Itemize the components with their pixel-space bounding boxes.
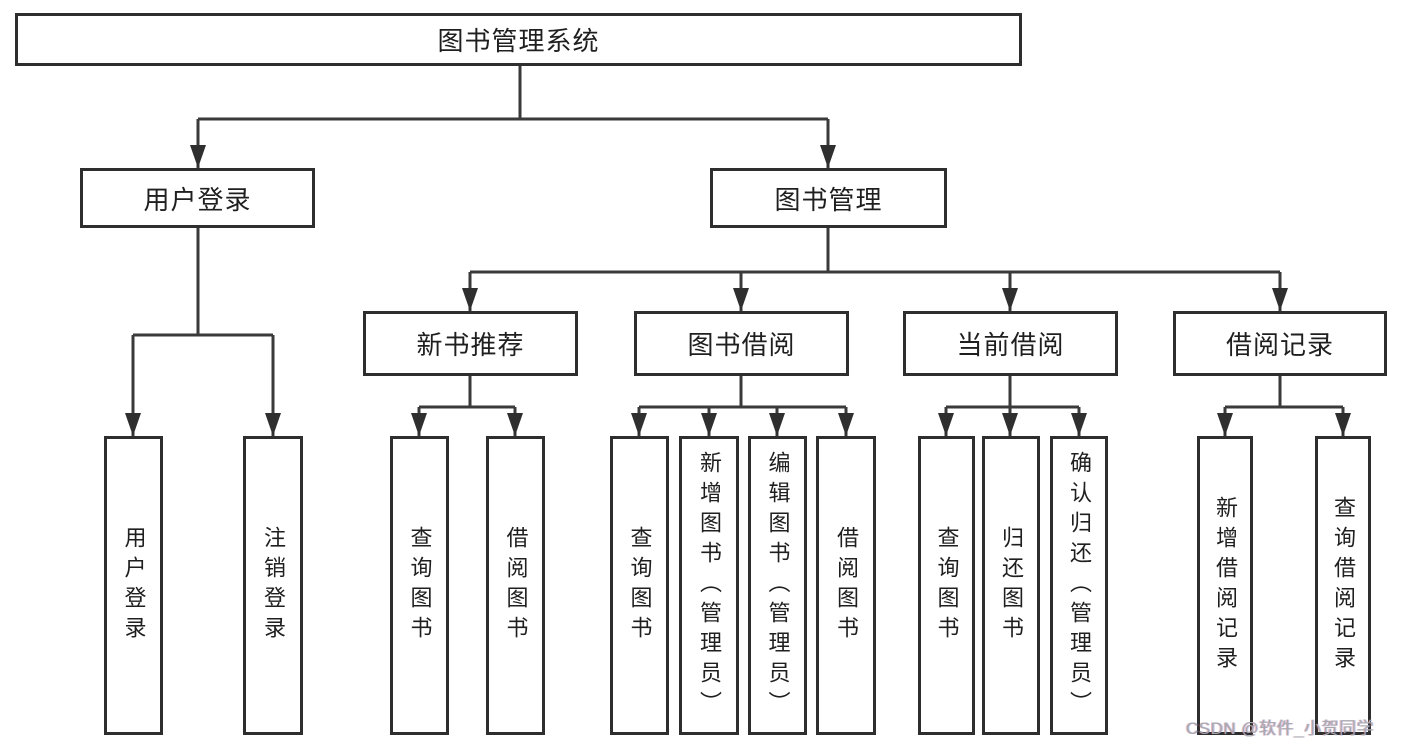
node-add-borrow-record-label: 新增借阅记录: [1213, 495, 1238, 676]
tree-edges: [131, 66, 1345, 436]
arrowhead-icons: [125, 145, 1351, 436]
node-edit-book-admin: 编辑图书（管理员）: [748, 436, 807, 735]
node-borrow-books-borrowing-label: 借阅图书: [834, 525, 859, 646]
node-book-management: 图书管理: [710, 168, 947, 228]
node-query-books-recommend: 查询图书: [390, 436, 449, 735]
node-add-borrow-record: 新增借阅记录: [1197, 436, 1253, 735]
node-borrow-books-recommend: 借阅图书: [486, 436, 545, 735]
node-root-label: 图书管理系统: [437, 26, 600, 56]
node-borrowing-records: 借阅记录: [1173, 311, 1387, 376]
node-borrowing-records-label: 借阅记录: [1225, 330, 1334, 360]
node-user-login-leaf-label: 用户登录: [121, 525, 147, 646]
node-query-books-current: 查询图书: [918, 436, 975, 735]
node-add-book-admin-label: 新增图书（管理员）: [697, 450, 722, 721]
node-query-borrow-record-label: 查询借阅记录: [1331, 495, 1356, 676]
node-root: 图书管理系统: [15, 13, 1022, 66]
node-user-login-label: 用户登录: [143, 184, 252, 215]
node-add-book-admin: 新增图书（管理员）: [679, 436, 739, 735]
node-borrow-books-recommend-label: 借阅图书: [503, 525, 529, 646]
node-new-book-recommendation: 新书推荐: [363, 311, 578, 376]
node-return-book-label: 归还图书: [999, 525, 1024, 646]
node-query-borrow-record: 查询借阅记录: [1315, 436, 1371, 735]
node-edit-book-admin-label: 编辑图书（管理员）: [765, 450, 791, 721]
node-logout-label: 注销登录: [261, 525, 286, 646]
node-query-books-current-label: 查询图书: [934, 525, 960, 646]
node-user-login: 用户登录: [80, 168, 315, 228]
node-new-book-recommendation-label: 新书推荐: [416, 330, 525, 360]
node-logout: 注销登录: [243, 436, 303, 735]
node-book-borrowing: 图书借阅: [634, 311, 849, 376]
node-query-books-recommend-label: 查询图书: [407, 525, 433, 646]
node-confirm-return-admin-label: 确认归还（管理员）: [1067, 450, 1092, 721]
node-query-books-borrowing-label: 查询图书: [627, 525, 653, 646]
node-confirm-return-admin: 确认归还（管理员）: [1050, 436, 1108, 735]
node-current-borrowing: 当前借阅: [903, 311, 1118, 376]
node-book-borrowing-label: 图书借阅: [687, 330, 796, 360]
node-query-books-borrowing: 查询图书: [610, 436, 669, 735]
node-book-management-label: 图书管理: [774, 184, 883, 215]
node-user-login-leaf: 用户登录: [104, 436, 163, 735]
node-current-borrowing-label: 当前借阅: [956, 330, 1065, 360]
node-borrow-books-borrowing: 借阅图书: [816, 436, 876, 735]
node-return-book: 归还图书: [982, 436, 1040, 735]
csdn-watermark: CSDN @软件_小贺同学: [1186, 719, 1375, 738]
